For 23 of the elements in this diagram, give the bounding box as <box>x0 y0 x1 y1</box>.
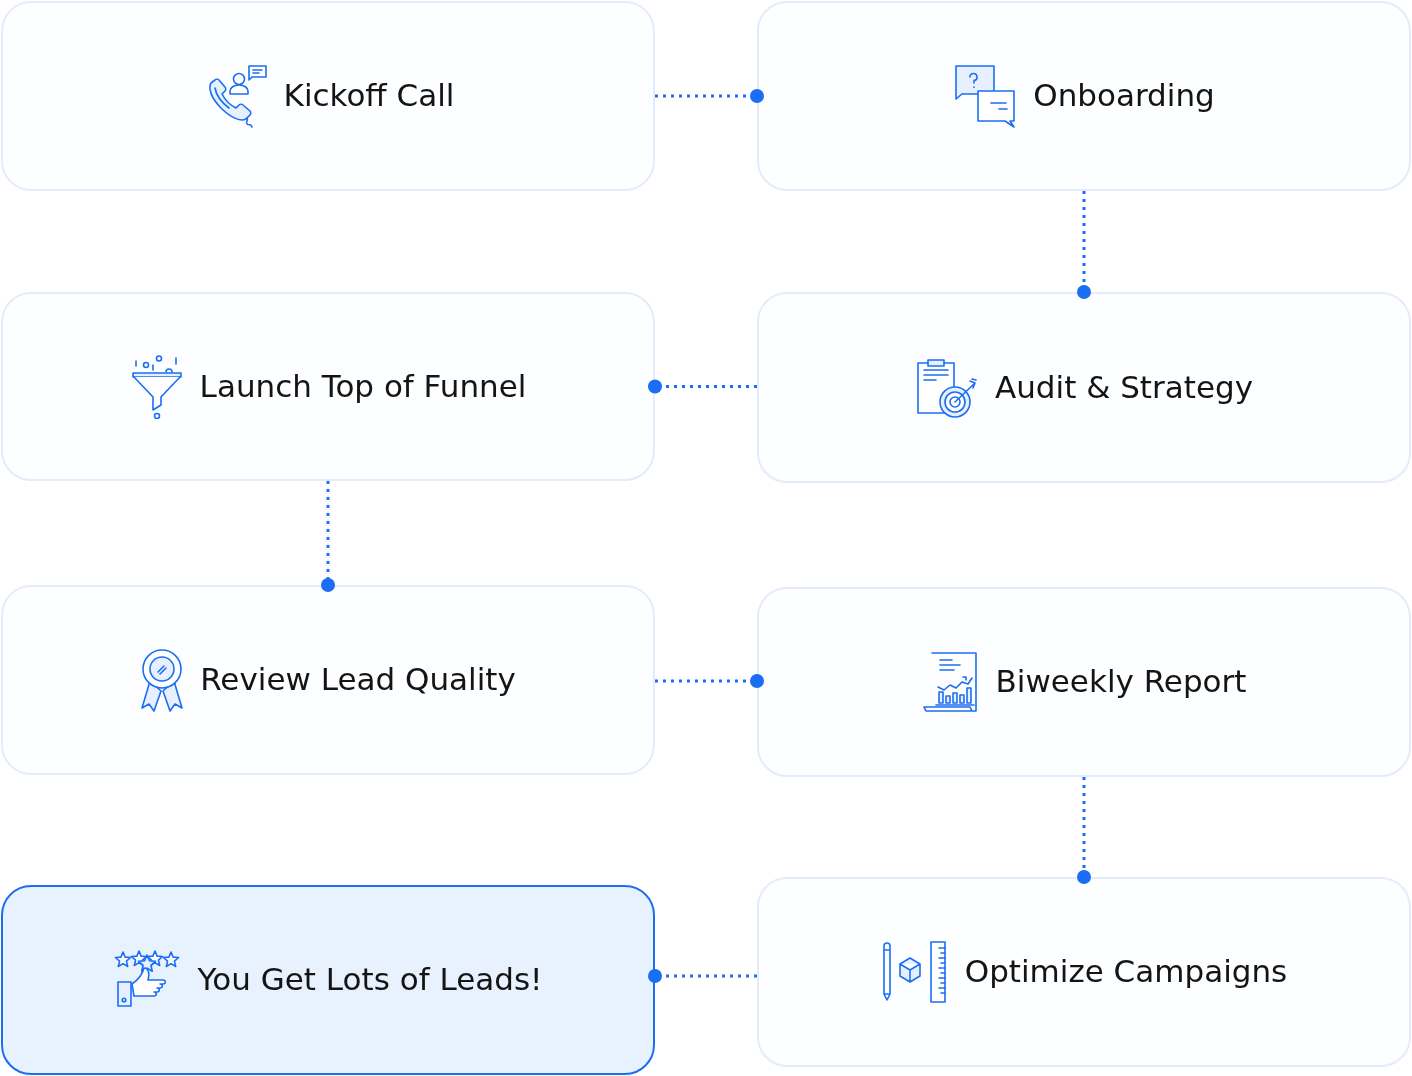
step-label: Optimize Campaigns <box>964 953 1288 991</box>
dotted-connector <box>648 379 757 394</box>
dotted-connector <box>655 89 764 103</box>
highlighted-step-box <box>1 885 655 1075</box>
step-label: Audit & Strategy <box>995 368 1253 407</box>
step-box <box>1 585 655 775</box>
step-box <box>1 292 655 481</box>
step-label: Launch Top of Funnel <box>199 367 527 406</box>
step-label: Review Lead Quality <box>200 661 516 699</box>
step-label: You Get Lots of Leads! <box>197 961 543 999</box>
step-box <box>1 1 655 191</box>
step-box <box>757 877 1411 1067</box>
dotted-connector <box>655 674 764 688</box>
step-box <box>757 1 1411 191</box>
dotted-connector <box>1077 777 1091 884</box>
dotted-connector <box>1077 191 1091 299</box>
step-label: Onboarding <box>1033 77 1215 115</box>
step-box <box>757 587 1411 777</box>
step-label: Biweekly Report <box>995 663 1247 701</box>
dotted-connector <box>321 481 335 592</box>
step-box <box>757 292 1411 483</box>
step-label: Kickoff Call <box>283 77 455 115</box>
dotted-connector <box>648 969 757 983</box>
